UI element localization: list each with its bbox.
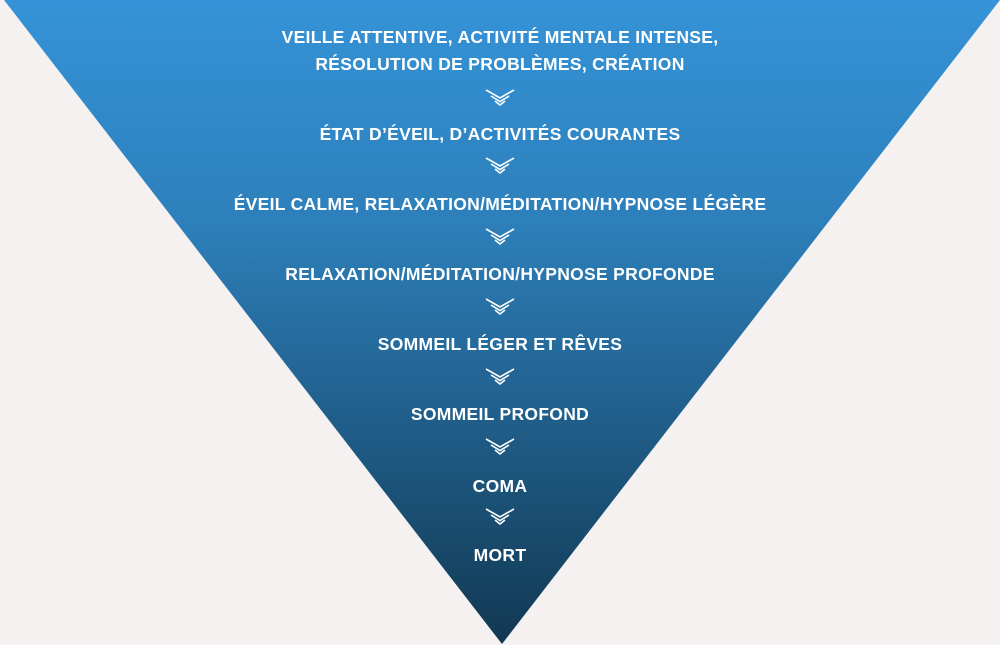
triple-chevron-down-icon — [485, 438, 515, 456]
triple-chevron-down-icon — [485, 298, 515, 316]
level-3-label: ÉVEIL CALME, RELAXATION/MÉDITATION/HYPNO… — [233, 194, 767, 214]
triple-chevron-down-icon — [485, 508, 515, 526]
level-8-label: MORT — [473, 545, 527, 565]
level-7-label: COMA — [472, 476, 528, 496]
level-1-line-2: RÉSOLUTION DE PROBLÈMES, CRÉATION — [315, 54, 685, 74]
level-1-label: VEILLE ATTENTIVE, ACTIVITÉ MENTALE INTEN… — [0, 24, 1000, 78]
level-1-line-1: VEILLE ATTENTIVE, ACTIVITÉ MENTALE INTEN… — [281, 27, 719, 47]
level-6-label: SOMMEIL PROFOND — [410, 404, 590, 424]
triple-chevron-down-icon — [485, 157, 515, 175]
triple-chevron-down-icon — [485, 228, 515, 246]
triple-chevron-down-icon — [485, 368, 515, 386]
triple-chevron-down-icon — [485, 89, 515, 107]
level-5-label: SOMMEIL LÉGER ET RÊVES — [377, 334, 623, 354]
level-2-label: ÉTAT D’ÉVEIL, D’ACTIVITÉS COURANTES — [319, 124, 681, 144]
level-4-label: RELAXATION/MÉDITATION/HYPNOSE PROFONDE — [285, 264, 715, 284]
